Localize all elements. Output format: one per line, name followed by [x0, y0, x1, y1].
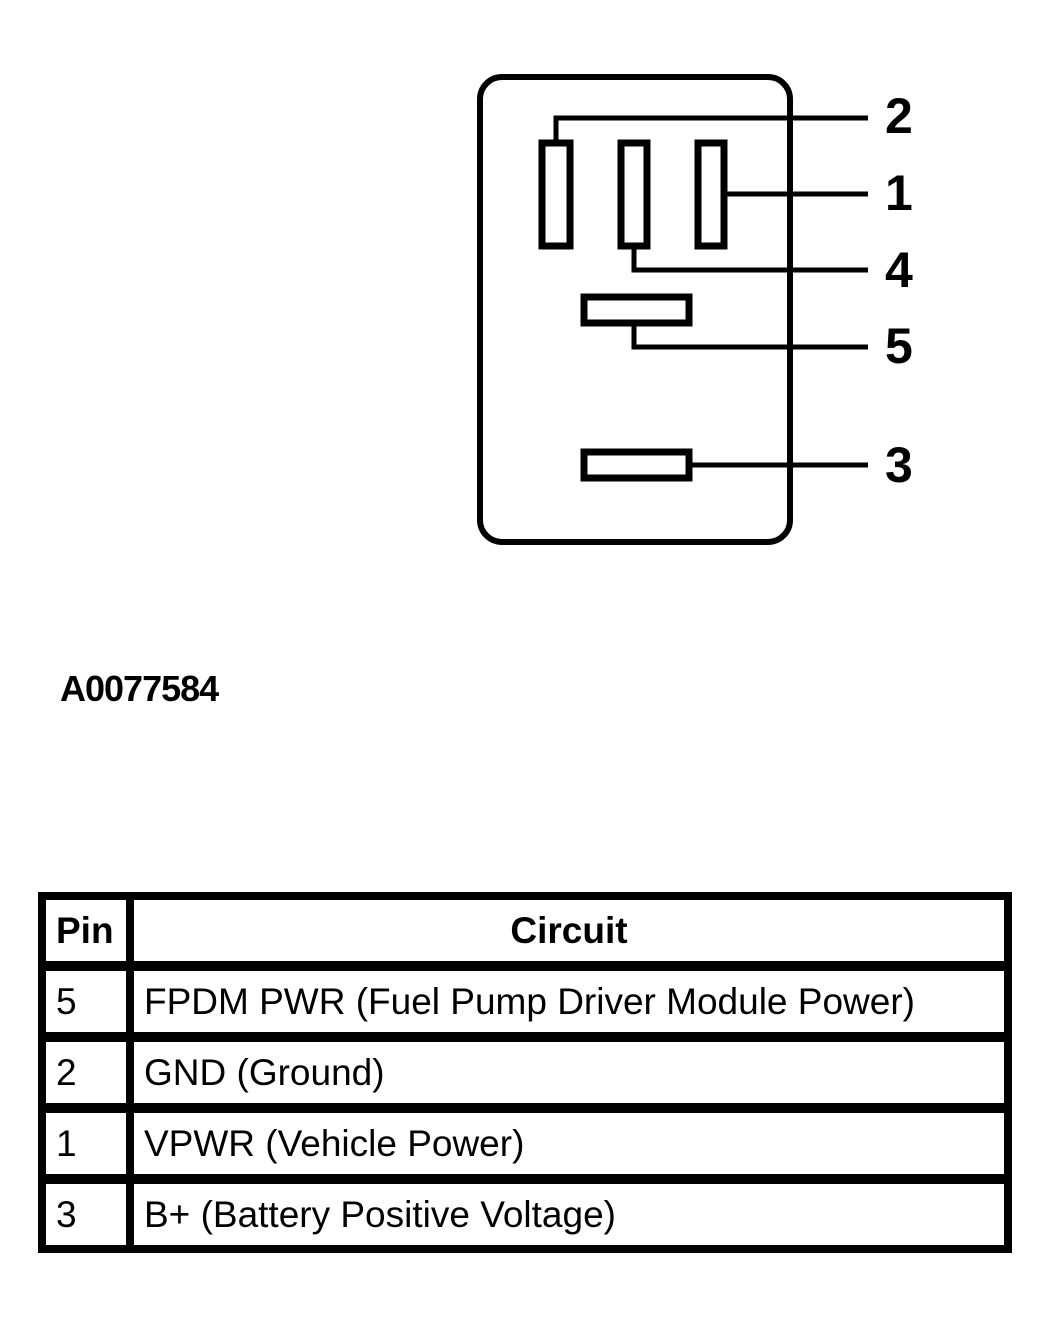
leader-line-pin-4 — [631, 246, 868, 273]
table-cell-pin: 2 — [44, 1040, 128, 1105]
figure-id: A0077584 — [60, 668, 219, 709]
terminal-pin-5 — [580, 293, 693, 327]
table-cell-pin: 1 — [44, 1111, 128, 1176]
pin-label-4: 4 — [885, 242, 913, 298]
pin-label-3: 3 — [885, 437, 913, 493]
terminal-pin-1 — [694, 139, 728, 250]
terminal-pin-3 — [580, 448, 693, 482]
pin-label-1: 1 — [885, 165, 913, 221]
table-header-circuit: Circuit — [132, 898, 1006, 963]
table-cell-circuit: FPDM PWR (Fuel Pump Driver Module Power) — [132, 969, 1006, 1034]
pin-label-5: 5 — [885, 318, 913, 374]
table-cell-circuit: B+ (Battery Positive Voltage) — [132, 1182, 1006, 1247]
table-cell-pin: 5 — [44, 969, 128, 1034]
pin-label-2: 2 — [885, 88, 913, 144]
connector-face-diagram: 2 1 4 5 3 — [477, 74, 913, 545]
table-header-pin: Pin — [44, 898, 128, 963]
table-cell-pin: 3 — [44, 1182, 128, 1247]
table-cell-circuit: GND (Ground) — [132, 1040, 1006, 1105]
terminal-pin-2 — [538, 139, 574, 250]
table-cell-circuit: VPWR (Vehicle Power) — [132, 1111, 1006, 1176]
terminal-pin-4 — [617, 139, 651, 250]
leader-line-pin-2 — [553, 115, 868, 143]
leader-line-pin-5 — [631, 323, 868, 350]
connector-housing — [477, 74, 793, 545]
pin-circuit-table: Pin Circuit 5 FPDM PWR (Fuel Pump Driver… — [38, 892, 1012, 1253]
